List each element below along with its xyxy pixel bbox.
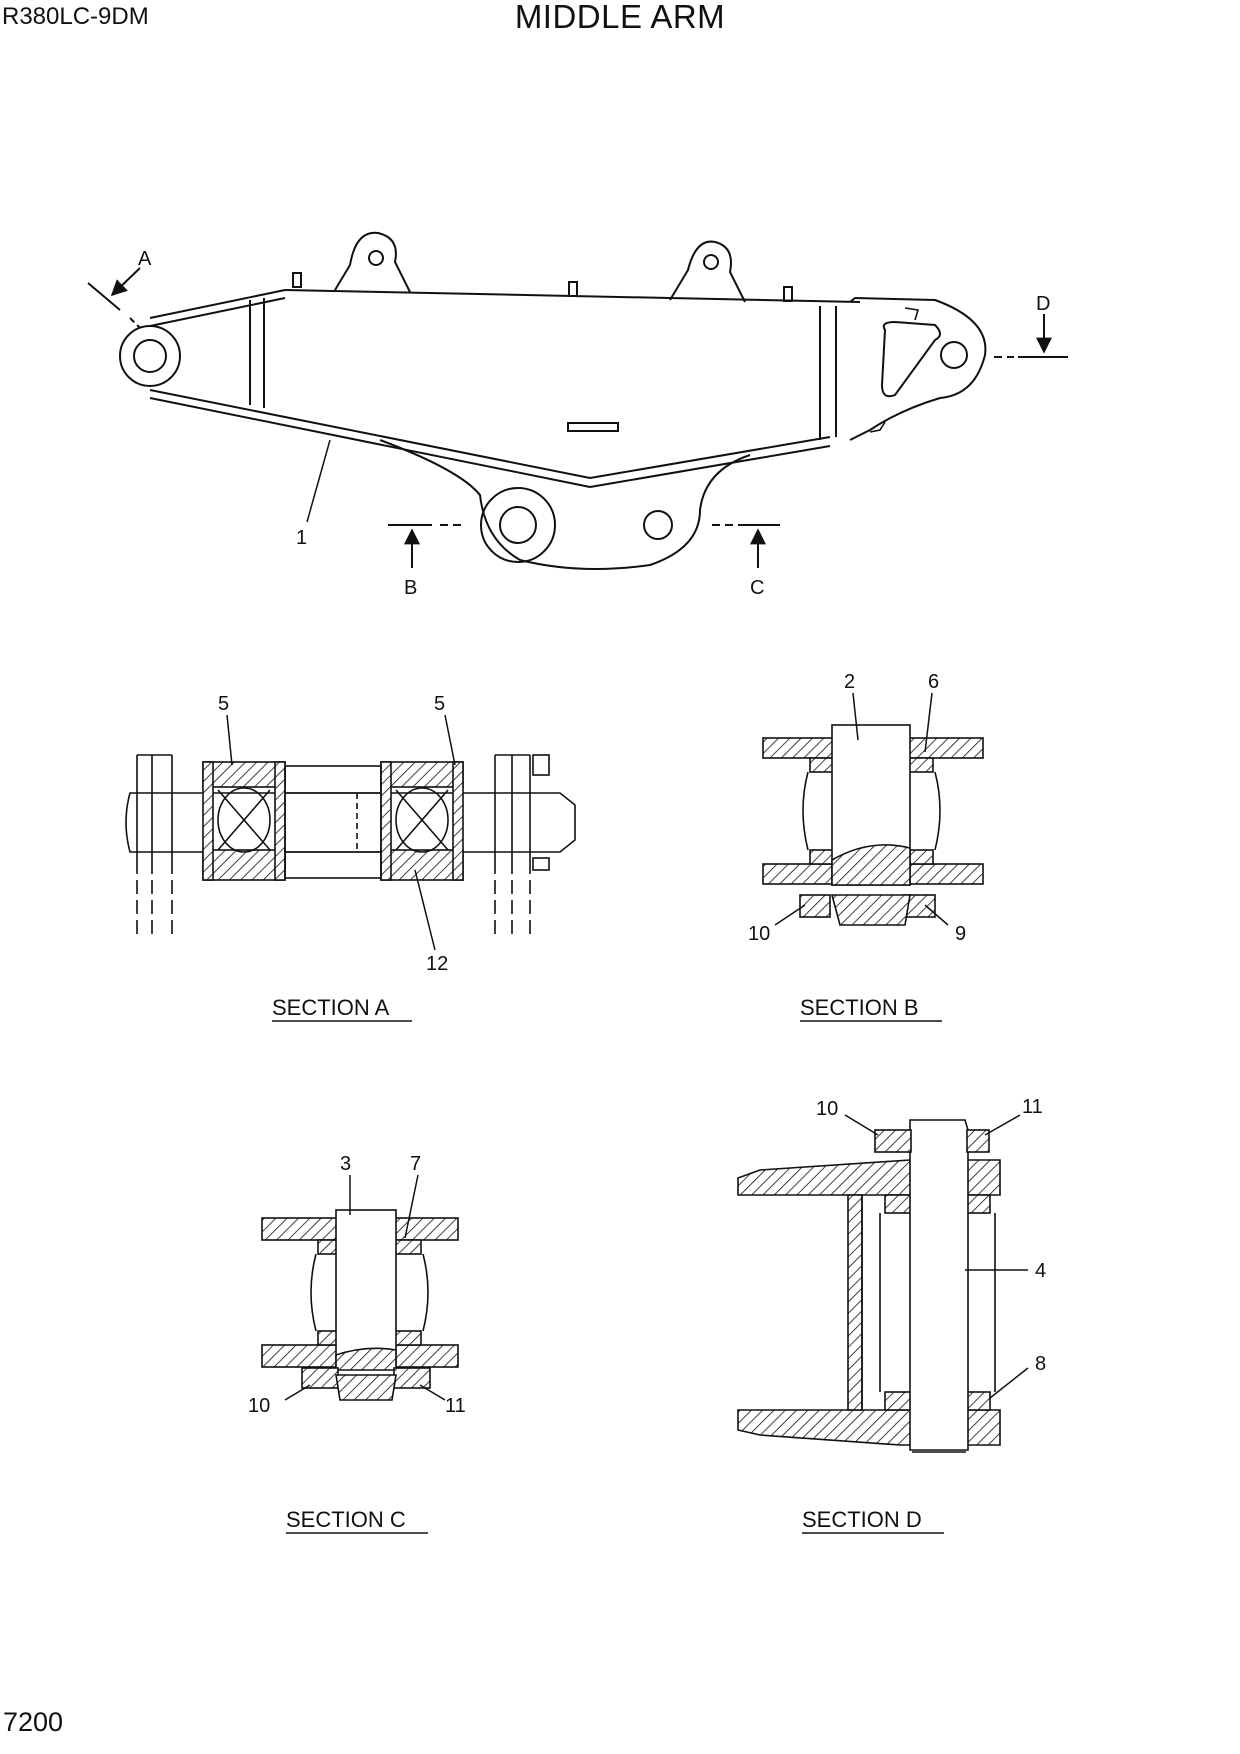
leader-line <box>306 439 331 523</box>
section-cut-c <box>712 524 780 568</box>
leader-line <box>444 714 456 766</box>
section-d-view <box>737 1119 1001 1453</box>
part-callout-9: 9 <box>955 923 966 945</box>
section-b-view <box>762 724 984 926</box>
section-cut-d <box>994 314 1068 358</box>
arm-side-view <box>119 231 987 570</box>
section-cut-a <box>87 267 141 329</box>
page-title: MIDDLE ARM <box>514 0 726 35</box>
leader-line <box>404 1174 419 1239</box>
part-callout-7: 7 <box>410 1153 421 1175</box>
model-number: R380LC-9DM <box>2 3 149 30</box>
part-callout-4: 4 <box>1035 1260 1046 1282</box>
leader-line <box>419 1384 446 1401</box>
leader-line <box>852 692 859 741</box>
part-callout-6: 6 <box>928 671 939 693</box>
part-callout-11-d: 11 <box>1022 1096 1043 1118</box>
leader-line <box>226 714 233 766</box>
section-a-view <box>125 754 576 935</box>
section-c-label: SECTION C <box>286 1507 406 1532</box>
section-b-label: SECTION B <box>800 995 919 1020</box>
part-callout-2: 2 <box>844 671 855 693</box>
part-callout-5-right: 5 <box>434 693 445 715</box>
leader-line <box>774 904 806 926</box>
part-callout-5-left: 5 <box>218 693 229 715</box>
part-callout-10-b: 10 <box>748 923 770 945</box>
leader-line <box>284 1384 311 1401</box>
section-c-view <box>261 1209 459 1401</box>
section-marker-c: C <box>750 577 764 599</box>
page-number: 7200 <box>3 1707 64 1737</box>
leader-line <box>414 869 436 951</box>
part-callout-3: 3 <box>340 1153 351 1175</box>
part-callout-11-c: 11 <box>445 1395 466 1417</box>
leader-line <box>844 1114 879 1136</box>
section-cut-b <box>388 524 462 568</box>
section-a-label: SECTION A <box>272 995 390 1020</box>
part-callout-8: 8 <box>1035 1353 1046 1375</box>
part-callout-10-c: 10 <box>248 1395 270 1417</box>
leader-line <box>989 1367 1029 1399</box>
section-marker-d: D <box>1036 293 1050 315</box>
section-marker-a: A <box>138 248 152 270</box>
leader-line <box>984 1114 1021 1136</box>
leader-line <box>924 904 949 926</box>
section-d-label: SECTION D <box>802 1507 922 1532</box>
leader-line <box>924 692 933 753</box>
section-marker-b: B <box>404 577 417 599</box>
part-callout-12: 12 <box>426 953 448 975</box>
part-callout-10-d: 10 <box>816 1098 838 1120</box>
part-callout-1: 1 <box>296 527 307 549</box>
